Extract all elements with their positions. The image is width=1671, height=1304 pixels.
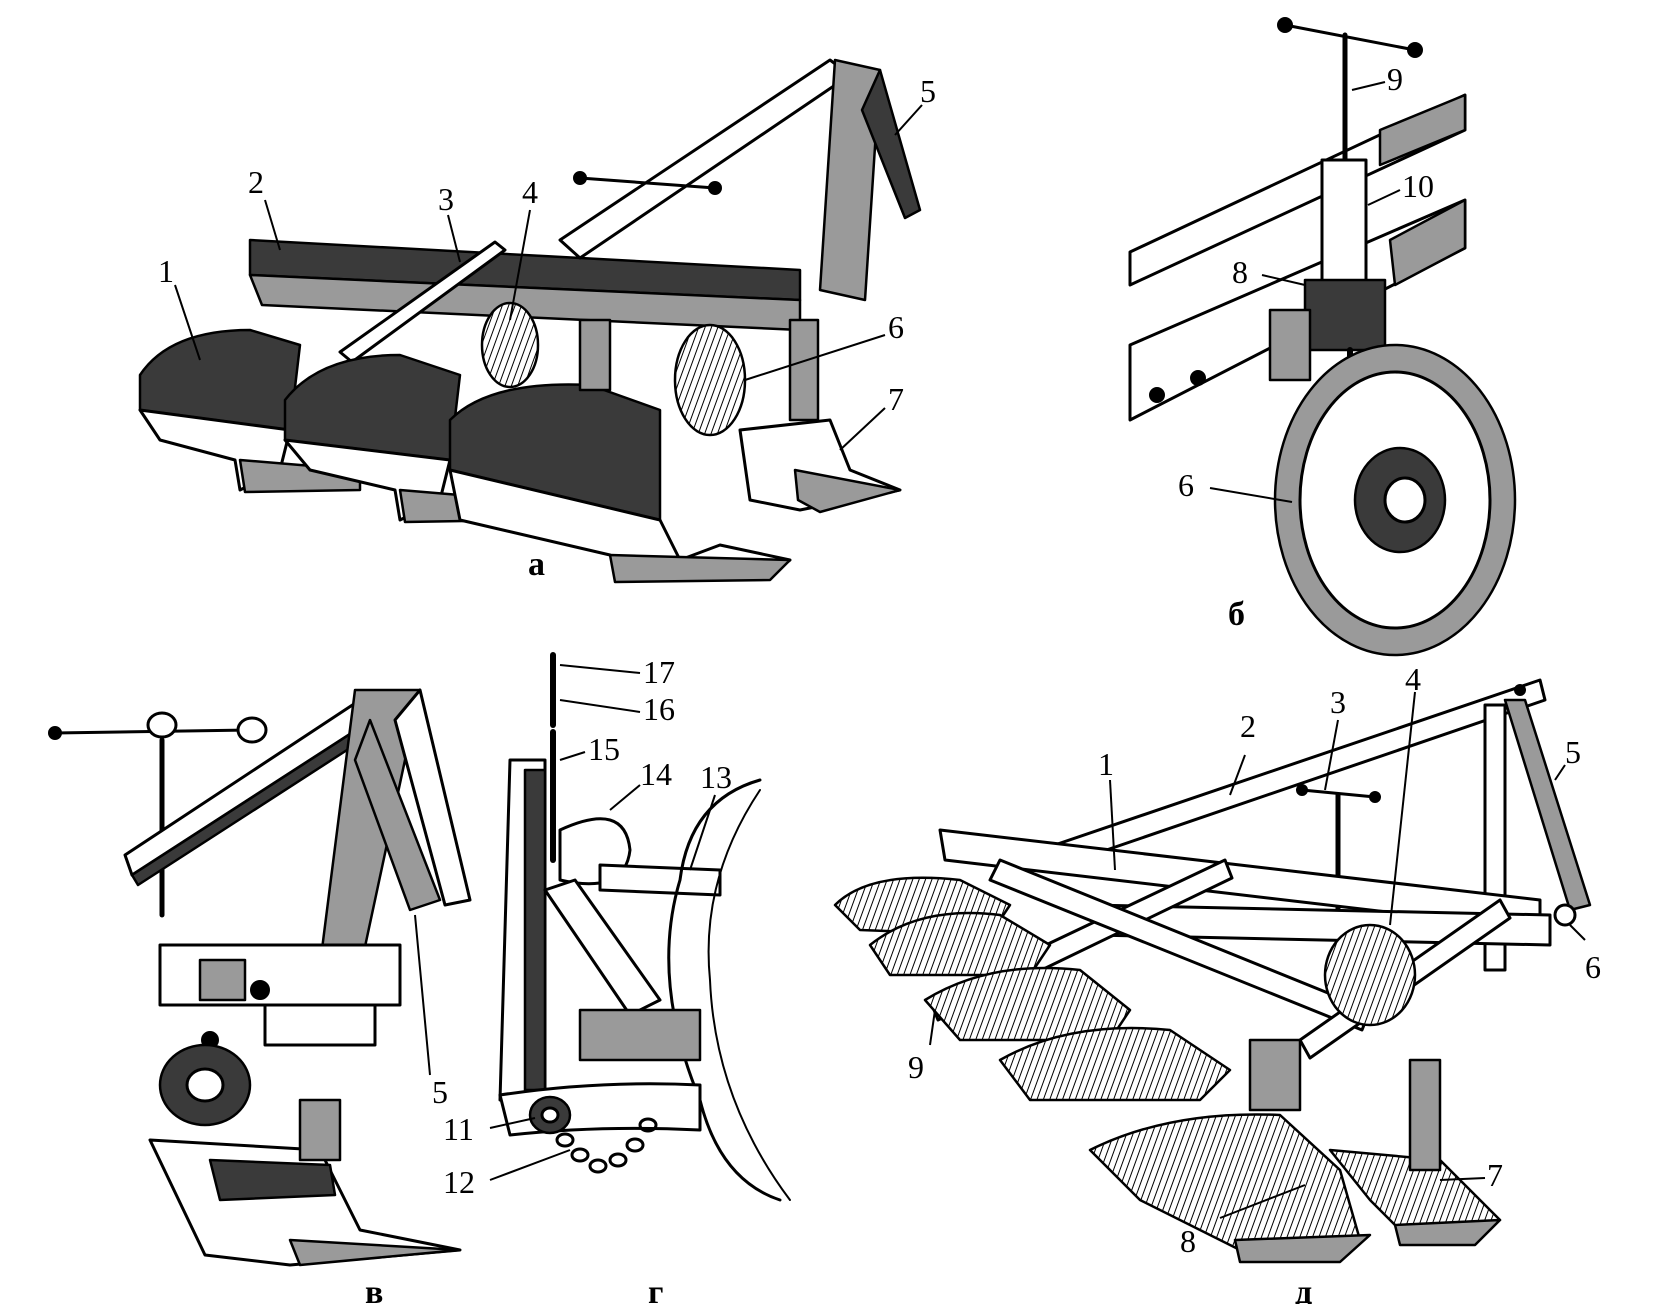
callout-a-2: 2 [248, 164, 264, 200]
callout-v-5: 5 [432, 1074, 448, 1110]
callout-d-6: 6 [1585, 949, 1601, 985]
callout-d-1: 1 [1098, 746, 1114, 782]
callout-d-9: 9 [908, 1049, 924, 1085]
callout-d-4: 4 [1405, 661, 1421, 697]
callout-a-5: 5 [920, 73, 936, 109]
callout-d-2: 2 [1240, 708, 1256, 744]
callout-g-15: 15 [588, 731, 620, 767]
callout-b-6: 6 [1178, 467, 1194, 503]
callout-g-14: 14 [640, 756, 672, 792]
callout-g-13: 13 [700, 759, 732, 795]
callout-a-3: 3 [438, 181, 454, 217]
panel-b-callouts: 9 10 8 6 б [1178, 61, 1434, 633]
panel-d-callouts: 1 2 3 4 5 6 7 8 9 д [908, 661, 1601, 1304]
callout-a-7: 7 [888, 381, 904, 417]
panel-a-label: а [528, 546, 545, 583]
callout-g-17: 17 [643, 654, 675, 690]
callout-a-6: 6 [888, 309, 904, 345]
panel-v-drawing [48, 688, 472, 1267]
callout-g-12: 12 [443, 1164, 475, 1200]
panel-b-drawing [1128, 17, 1517, 657]
panel-a-drawing [138, 58, 922, 584]
panel-d-drawing [833, 678, 1592, 1264]
panel-b-label: б [1228, 596, 1245, 633]
callout-d-5: 5 [1565, 734, 1581, 770]
callout-g-11: 11 [443, 1111, 474, 1147]
panel-g-callouts: 17 16 15 14 13 11 12 г [443, 654, 732, 1304]
callout-g-16: 16 [643, 691, 675, 727]
panel-g-label: г [648, 1274, 663, 1304]
callout-a-4: 4 [522, 174, 538, 210]
callout-d-8: 8 [1180, 1223, 1196, 1259]
callout-d-3: 3 [1330, 684, 1346, 720]
callout-b-9: 9 [1387, 61, 1403, 97]
callout-d-7: 7 [1487, 1157, 1503, 1193]
panel-d-label: д [1295, 1274, 1312, 1304]
panel-v-callouts: 5 в [365, 914, 448, 1304]
panel-g-drawing [498, 652, 791, 1202]
callout-a-1: 1 [158, 253, 174, 289]
panel-a-callouts: 1 2 3 4 5 6 7 а [158, 73, 936, 583]
callout-b-10: 10 [1402, 168, 1434, 204]
callout-b-8: 8 [1232, 254, 1248, 290]
panel-v-label: в [365, 1274, 383, 1304]
